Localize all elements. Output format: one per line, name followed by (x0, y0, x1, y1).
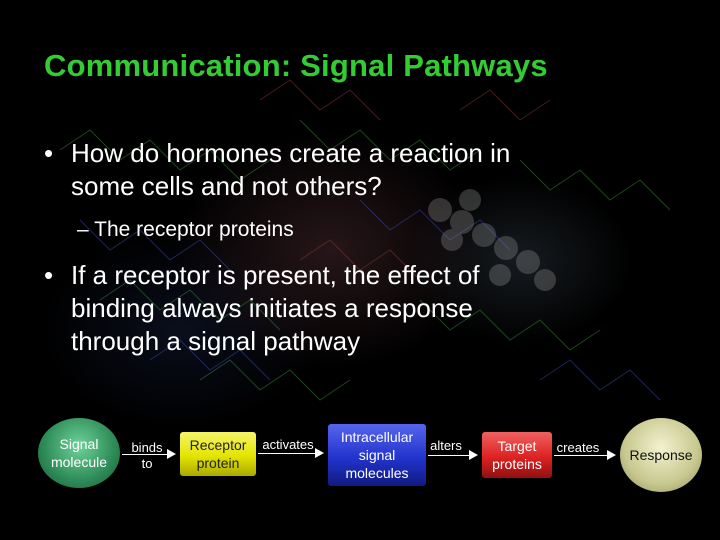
connector-text: binds (131, 440, 163, 455)
connector-text: creates (556, 440, 600, 455)
bullet-line: some cells and not others? (71, 171, 382, 201)
bullet-2-text: If a receptor is present, the effect of … (71, 259, 480, 358)
connector-label-alters: alters (424, 438, 468, 454)
node-label: Target (497, 438, 537, 454)
node-label: Response (629, 447, 693, 463)
connector-text: to (141, 456, 153, 471)
bullet-line: How do hormones create a reaction in (71, 138, 511, 168)
bullet-1: • How do hormones create a reaction in s… (44, 137, 644, 207)
node-label: Receptor (189, 437, 247, 453)
node-intracellular-signal-molecules: Intracellular signal molecules (328, 424, 426, 486)
arrow-icon (122, 449, 176, 459)
node-signal-molecule: Signal molecule (38, 418, 120, 488)
node-receptor-protein: Receptor protein (180, 432, 256, 476)
bullet-marker: • (44, 260, 54, 290)
node-target-proteins: Target proteins (482, 432, 552, 478)
node-label: proteins (492, 456, 542, 472)
slide-title: Communication: Signal Pathways (44, 48, 548, 83)
connector-label-activates: activates (256, 437, 320, 453)
bullet-2: • If a receptor is present, the effect o… (44, 259, 644, 364)
bullet-line: If a receptor is present, the effect of (71, 260, 480, 290)
node-label: molecule (50, 454, 108, 470)
bullet-marker: • (44, 138, 54, 168)
bullet-line: binding always initiates a response (71, 293, 473, 323)
node-response: Response (620, 418, 702, 492)
connector-text: alters (430, 438, 462, 453)
node-label: molecules (345, 465, 409, 481)
connector-label-binds-to: binds to (125, 440, 169, 472)
node-label: Signal (59, 436, 99, 452)
arrow-icon (428, 450, 478, 460)
connector-label-creates: creates (552, 440, 604, 456)
arrow-icon (554, 450, 616, 460)
bullet-1-text: How do hormones create a reaction in som… (71, 137, 510, 203)
node-label: protein (196, 455, 240, 471)
node-label: Intracellular (340, 429, 414, 445)
connector-text: activates (262, 437, 314, 452)
node-label: signal (358, 447, 396, 463)
arrow-icon (258, 448, 324, 458)
bullet-line: through a signal pathway (71, 326, 361, 356)
sub-bullet: – The receptor proteins (77, 218, 294, 241)
